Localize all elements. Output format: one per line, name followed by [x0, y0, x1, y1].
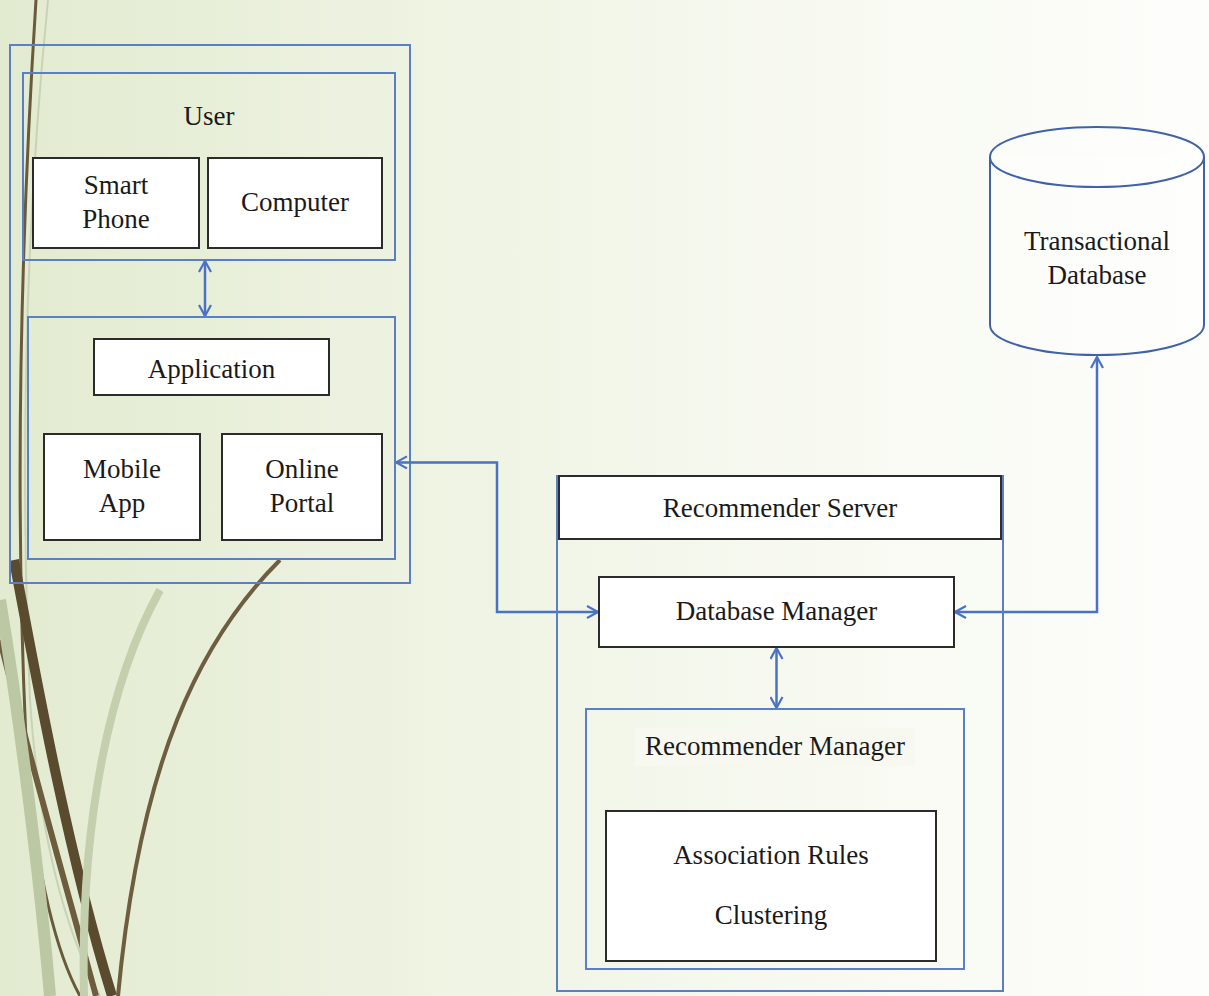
node-label: Mobile App [83, 453, 161, 521]
node-label: Transactional Database [1024, 225, 1170, 293]
group-box: Recommender ManagerAssociation RulesClus… [585, 708, 965, 970]
device-box: Computer [207, 157, 383, 249]
device-frame [10, 45, 410, 583]
node-label: Recommender Server [558, 475, 1002, 540]
server-group: Recommender ServerDatabase ManagerRecomm… [556, 475, 1004, 992]
node-label: Association Rules [673, 839, 869, 873]
node-label: Smart Phone [82, 169, 150, 237]
node-label: Clustering [715, 899, 828, 933]
connector-arrow [204, 261, 207, 316]
node-label: Application [93, 338, 330, 396]
process-box: Association RulesClustering [605, 810, 937, 962]
decor-curve [84, 590, 160, 996]
decor-curve [0, 600, 50, 996]
app-box: Mobile App [43, 433, 201, 541]
group-box: ApplicationMobile App Online Portal [27, 316, 396, 560]
device-box: Smart Phone [32, 157, 200, 249]
node-label: Recommender Manager [635, 728, 915, 766]
connector-arrow [775, 648, 778, 708]
process-box: Database Manager [598, 576, 955, 648]
database-cylinder: Transactional Database [988, 125, 1206, 357]
group-box: UserSmart Phone Computer [22, 72, 396, 261]
node-label: Computer [241, 186, 349, 220]
node-label: User [184, 100, 235, 134]
node-label: Database Manager [676, 595, 878, 629]
app-box: Online Portal [221, 433, 383, 541]
node-label: Online Portal [265, 453, 339, 521]
